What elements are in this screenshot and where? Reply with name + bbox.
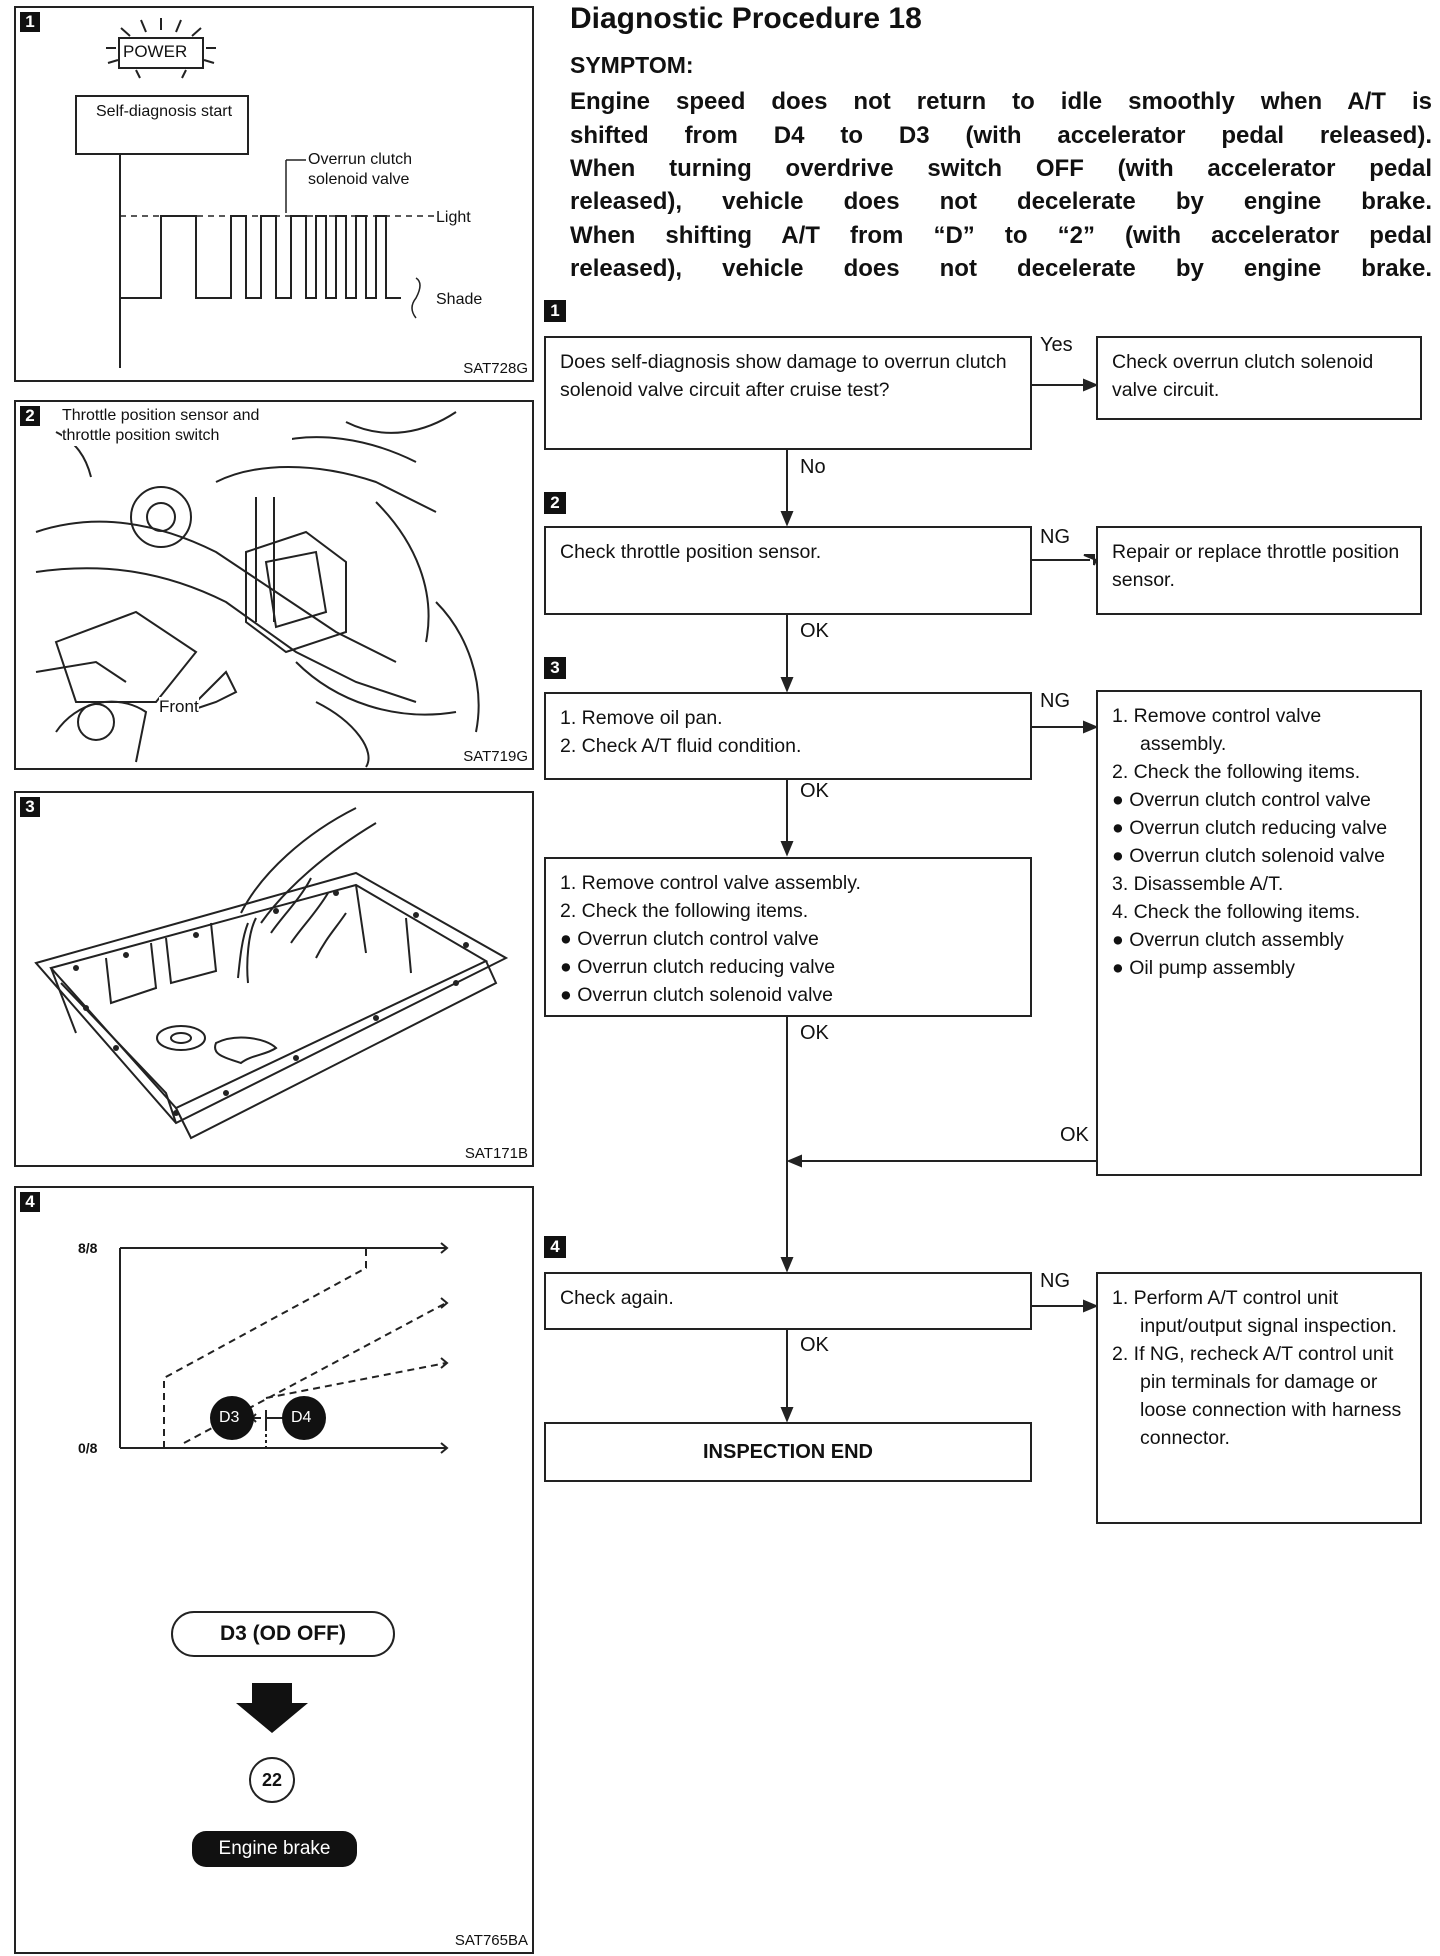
step-2-ng-box: Repair or replace throttle position sens… xyxy=(1096,526,1422,615)
page-title: Diagnostic Procedure 18 xyxy=(570,2,922,35)
figure-3-panel: 3 SA xyxy=(14,791,534,1167)
figure-badge: 4 xyxy=(20,1192,40,1212)
ng-label: NG xyxy=(1040,690,1070,712)
ng-bullet: ● Overrun clutch assembly xyxy=(1112,929,1344,951)
step-3b-bullet: ● Overrun clutch control valve xyxy=(560,928,819,950)
figure-4-panel: 4 8/8 0/8 D3 D4 D3 (OD OFF) 22 Engine br… xyxy=(14,1186,534,1954)
step-3-ng-box: 1. Remove control valve assembly. 2. Che… xyxy=(1096,690,1422,1176)
ng-bullet: ● Overrun clutch reducing valve xyxy=(1112,817,1388,839)
throttle-sensor-label: Throttle position sensor and throttle po… xyxy=(62,406,292,446)
step-3-item: 2. Check A/T fluid condition. xyxy=(560,735,802,757)
step-badge: 2 xyxy=(544,492,566,514)
figure-badge: 3 xyxy=(20,797,40,817)
ng-bullet: ● Oil pump assembly xyxy=(1112,957,1296,979)
diagnosis-signal-diagram xyxy=(75,18,436,368)
symptom-line: When turning overdrive switch OFF (with … xyxy=(570,155,1432,182)
step-3b-item: 2. Check the following items. xyxy=(560,900,809,922)
front-label: Front xyxy=(159,697,199,717)
y-axis-bottom-label: 0/8 xyxy=(78,1440,98,1456)
y-axis-top-label: 8/8 xyxy=(78,1240,98,1256)
shade-label: Shade xyxy=(436,291,483,308)
figure-badge: 1 xyxy=(20,12,40,32)
figure-code: SAT765BA xyxy=(454,1932,528,1949)
ng-label: NG xyxy=(1040,526,1070,548)
ng-bullet: ● Overrun clutch solenoid valve xyxy=(1112,845,1385,867)
symptom-line: shifted from D4 to D3 (with accelerator … xyxy=(570,122,1432,149)
step-4-ng-box: 1. Perform A/T control unit input/output… xyxy=(1096,1272,1422,1524)
step-badge: 3 xyxy=(544,657,566,679)
figure-1-panel: 1 POWER Self-diagnosis start Overrun clu… xyxy=(14,6,534,382)
ng-item: 2. If NG, recheck A/T control unit pin t… xyxy=(1112,1343,1402,1449)
figure-code: SAT171B xyxy=(464,1145,528,1162)
step-3b-item: 1. Remove control valve assembly. xyxy=(560,872,861,894)
gear-label: 22 xyxy=(261,1770,283,1790)
ng-bullet: ● Overrun clutch control valve xyxy=(1112,789,1371,811)
symptom-line: Engine speed does not return to idle smo… xyxy=(570,88,1432,115)
ok-label: OK xyxy=(800,1022,829,1044)
yes-label: Yes xyxy=(1040,334,1073,356)
ng-label: NG xyxy=(1040,1270,1070,1292)
od-off-label: D3 (OD OFF) xyxy=(220,1622,346,1645)
throttle-shift-graph xyxy=(119,1242,449,1867)
figure-2-panel: 2 Throttle position sensor and throttle … xyxy=(14,400,534,770)
ok-label: OK xyxy=(800,780,829,802)
step-3-box: 1. Remove oil pan. 2. Check A/T fluid co… xyxy=(544,692,1032,780)
ng-item: 2. Check the following items. xyxy=(1112,761,1361,783)
ng-item: 1. Remove control valve assembly. xyxy=(1112,705,1322,755)
ok-label: OK xyxy=(1060,1124,1089,1147)
step-1-yes-box: Check overrun clutch solenoid valve circ… xyxy=(1096,336,1422,420)
self-diagnosis-label: Self-diagnosis start xyxy=(96,103,233,120)
d3-marker: D3 xyxy=(219,1409,240,1426)
ok-label: OK xyxy=(800,1334,829,1356)
step-3b-box: 1. Remove control valve assembly. 2. Che… xyxy=(544,857,1032,1017)
figure-code: SAT719G xyxy=(463,748,528,765)
step-3b-bullet: ● Overrun clutch reducing valve xyxy=(560,956,836,978)
step-badge: 4 xyxy=(544,1236,566,1258)
symptom-line: When shifting A/T from “D” to “2” (with … xyxy=(570,222,1432,249)
d4-marker: D4 xyxy=(291,1409,312,1426)
symptom-line: released), vehicle does not decelerate b… xyxy=(570,188,1432,215)
inspection-end-box: INSPECTION END xyxy=(544,1422,1032,1482)
engine-brake-label: Engine brake xyxy=(218,1838,331,1859)
symptom-label: SYMPTOM: xyxy=(570,52,694,78)
step-3-item: 1. Remove oil pan. xyxy=(560,707,723,729)
step-4-box: Check again. xyxy=(544,1272,1032,1330)
overrun-valve-label: Overrun clutch solenoid valve xyxy=(308,151,413,188)
step-3b-bullet: ● Overrun clutch solenoid valve xyxy=(560,984,833,1006)
step-1-box: Does self-diagnosis show damage to overr… xyxy=(544,336,1032,450)
ok-label: OK xyxy=(800,620,829,642)
ng-item: 3. Disassemble A/T. xyxy=(1112,873,1284,895)
step-2-box: Check throttle position sensor. xyxy=(544,526,1032,615)
figure-badge: 2 xyxy=(20,406,40,426)
ng-item: 4. Check the following items. xyxy=(1112,901,1361,923)
step-badge: 1 xyxy=(544,300,566,322)
oil-pan-illustration xyxy=(34,807,509,1140)
no-label: No xyxy=(800,456,826,478)
ng-item: 1. Perform A/T control unit input/output… xyxy=(1112,1287,1397,1337)
light-label: Light xyxy=(436,209,471,226)
power-label: POWER xyxy=(123,42,188,61)
figure-code: SAT728G xyxy=(463,360,528,377)
symptom-line: released), vehicle does not decelerate b… xyxy=(570,255,1432,282)
